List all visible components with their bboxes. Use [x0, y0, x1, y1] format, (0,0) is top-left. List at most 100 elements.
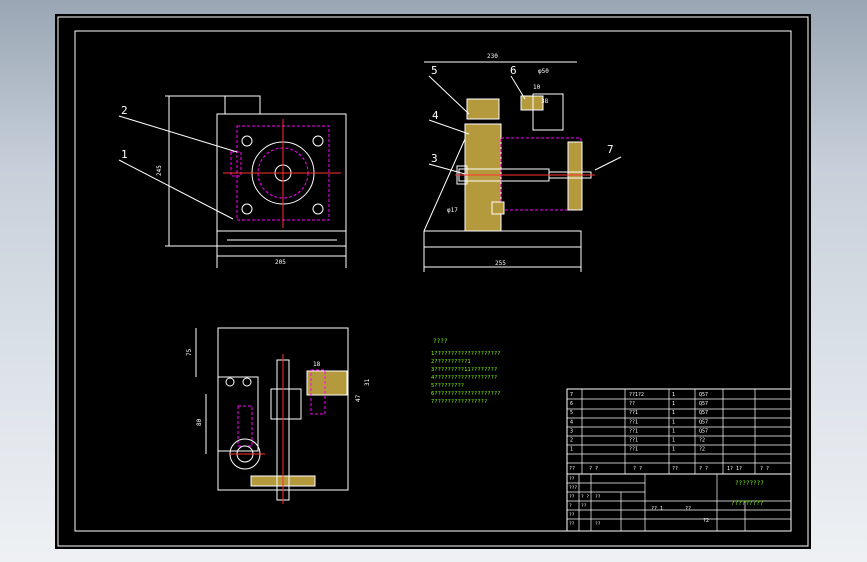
side-base [423, 230, 582, 248]
title-block: ???????? ????????? ?? 1 ?? ?2 [566, 473, 792, 532]
bom-cell: 5 [570, 410, 573, 416]
bom-header-cell: ?? [672, 466, 678, 472]
title-block-cell: ?? [569, 512, 575, 518]
title-block-cell: ?? [595, 494, 601, 500]
bom-cell: 7 [570, 392, 573, 398]
top-dim-18: 18 [313, 361, 321, 368]
bom-cell: Q57 [699, 401, 708, 407]
title-block-cell: ? [569, 503, 572, 509]
side-top-section [466, 98, 500, 120]
top-clamp-section [306, 370, 348, 396]
top-view: 75 80 18 31 47 [186, 327, 371, 504]
bom-header-cell: ? ? [589, 466, 598, 472]
top-dim-80: 80 [196, 418, 203, 426]
front-base [216, 230, 347, 247]
drawing-viewport[interactable]: 205 245 2 1 [55, 14, 811, 549]
top-dim-31: 31 [364, 378, 371, 386]
bom-cell: Q57 [699, 392, 708, 398]
bom-cell: 1 [672, 428, 675, 434]
side-dim-top: 230 [487, 53, 498, 60]
bom-cell: ?? [629, 401, 635, 407]
notes-line-7: 7???????????????? [431, 399, 487, 405]
callout-1: 1 [121, 148, 128, 161]
front-bolt-bl [241, 203, 253, 215]
callout-3: 3 [431, 152, 438, 165]
notes-line-4: 4??????????????????? [431, 375, 497, 381]
technical-notes: ???? 1???????????????????? 2??????????1 … [431, 338, 501, 405]
front-view: 205 245 2 1 [118, 95, 347, 268]
front-body [216, 113, 347, 247]
front-dim-height: 245 [156, 165, 163, 176]
bom-header-cell: ? ? [699, 466, 708, 472]
bom-cell: ??1 [629, 438, 638, 444]
top-dim-47: 47 [355, 394, 362, 402]
sheet-outer-border [57, 16, 809, 547]
bom-cell: 4 [570, 419, 573, 425]
side-dim-10: 10 [533, 84, 541, 91]
front-dim-width: 205 [275, 259, 286, 266]
callout-7: 7 [607, 143, 614, 156]
bom-header-cell: ?? [569, 466, 575, 472]
title-block-weight: ?? [685, 506, 691, 512]
callout-2: 2 [121, 104, 128, 117]
title-block-cell: ?? [581, 503, 587, 509]
side-dim-bottom: 255 [495, 260, 506, 267]
bom-cell: 1 [672, 419, 675, 425]
callout-4: 4 [432, 109, 439, 122]
leader-3 [428, 163, 466, 175]
title-block-cell: ?? [569, 476, 575, 482]
side-dim-phi17: φ17 [447, 207, 458, 214]
bom-cell: 2 [570, 438, 573, 444]
front-bolt-tl [241, 135, 253, 147]
bom-cell: 1 [672, 447, 675, 453]
notes-title: ???? [433, 338, 448, 345]
bom-cell: 1 [570, 447, 573, 453]
top-hole-1 [225, 377, 235, 387]
notes-line-5: 5????????? [431, 383, 464, 389]
top-hole-2 [242, 377, 252, 387]
bom-cell: 1 [672, 410, 675, 416]
bom-frame [566, 388, 792, 475]
side-bolt-bottom [491, 201, 505, 215]
leader-2 [118, 115, 238, 153]
front-bolt-br [312, 203, 324, 215]
leader-6 [510, 75, 526, 100]
title-block-cell: ?? [569, 494, 575, 500]
bom-cell: Q57 [699, 419, 708, 425]
bom-header-cell: ? ? [633, 466, 642, 472]
title-block-scale: ?? 1 [651, 506, 663, 512]
bom-cell: Q57 [699, 428, 708, 434]
bom-cell: ??1 [629, 410, 638, 416]
leader-7 [594, 156, 622, 171]
callout-6: 6 [510, 64, 517, 77]
callout-5: 5 [431, 64, 438, 77]
leader-4 [428, 119, 470, 135]
front-bolt-tr [312, 135, 324, 147]
side-clamp-body [532, 93, 564, 131]
title-block-cell: ?? [569, 521, 575, 527]
bom-header-cell: 1? 1? [727, 466, 742, 472]
front-top-block [224, 95, 261, 115]
side-clamp-6 [520, 95, 544, 111]
bom-cell: ??1 [629, 419, 638, 425]
title-block-name: ???????? [735, 480, 764, 487]
notes-line-6: 6???????????????????? [431, 391, 501, 397]
top-center-block [270, 388, 302, 420]
leader-5 [428, 75, 470, 115]
bom-cell: ??1 [629, 447, 638, 453]
bom-cell: 1 [672, 438, 675, 444]
bom-cell: ?2 [699, 447, 705, 453]
bom-cell: ??1?2 [629, 392, 644, 398]
bom-cell: 1 [672, 392, 675, 398]
bom-table [566, 388, 792, 475]
leader-1 [118, 159, 234, 220]
side-dim-38: 38 [541, 98, 549, 105]
title-block-cell: ??? [569, 485, 577, 491]
side-plate-section [464, 123, 502, 232]
bom-cell: 1 [672, 401, 675, 407]
bom-cell: ??1 [629, 428, 638, 434]
top-dim-75: 75 [186, 348, 193, 356]
bom-cell: 3 [570, 428, 573, 434]
